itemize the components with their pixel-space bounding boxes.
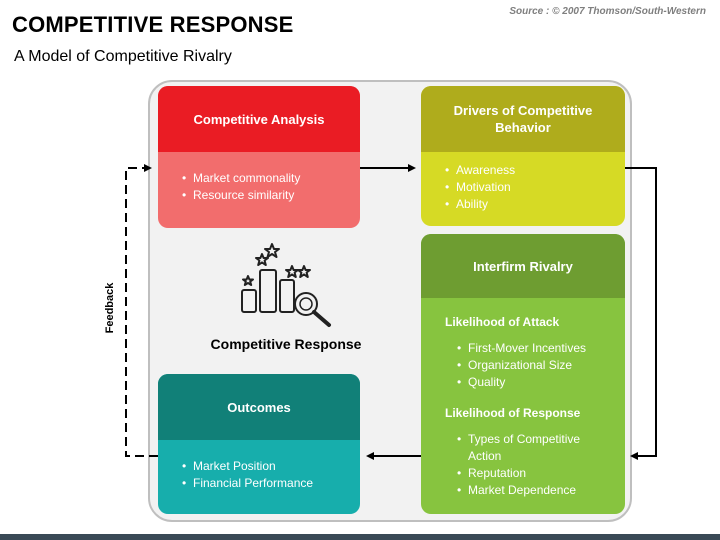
center-label: Competitive Response xyxy=(210,336,362,352)
analysis-item: Resource similarity xyxy=(182,187,360,204)
outcomes-item: Financial Performance xyxy=(182,475,360,492)
page-subtitle: A Model of Competitive Rivalry xyxy=(14,48,232,65)
source-note: Source : © 2007 Thomson/South-Western xyxy=(509,6,706,17)
footer-bar xyxy=(0,534,720,540)
interfirm-rivalry-box: Interfirm Rivalry Likelihood of Attack F… xyxy=(421,234,625,514)
competitive-analysis-title: Competitive Analysis xyxy=(158,86,360,152)
feedback-arrow-icon xyxy=(125,164,158,457)
outcomes-box: Outcomes Market Position Financial Perfo… xyxy=(158,374,360,514)
response-item: Market Dependence xyxy=(457,482,607,499)
drivers-item: Motivation xyxy=(445,179,625,196)
attack-heading: Likelihood of Attack xyxy=(445,315,560,329)
attack-item: Organizational Size xyxy=(457,357,625,374)
outcomes-item: Market Position xyxy=(182,458,360,475)
drivers-title: Drivers of Competitive Behavior xyxy=(421,86,625,152)
arrow-down-icon xyxy=(625,167,657,460)
drivers-item: Ability xyxy=(445,196,625,213)
analysis-item: Market commonality xyxy=(182,170,360,187)
feedback-label: Feedback xyxy=(104,282,116,334)
drivers-box: Drivers of Competitive Behavior Awarenes… xyxy=(421,86,625,226)
page-title: COMPETITIVE RESPONSE xyxy=(12,12,294,37)
response-item: Types of Competitive Action xyxy=(457,431,607,465)
attack-item: Quality xyxy=(457,374,625,391)
attack-item: First-Mover Incentives xyxy=(457,340,625,357)
competitive-analysis-box: Competitive Analysis Market commonality … xyxy=(158,86,360,228)
competitive-response-icon xyxy=(241,243,331,327)
interfirm-rivalry-title: Interfirm Rivalry xyxy=(421,234,625,298)
response-heading: Likelihood of Response xyxy=(445,406,581,420)
outcomes-title: Outcomes xyxy=(158,374,360,440)
drivers-item: Awareness xyxy=(445,162,625,179)
response-item: Reputation xyxy=(457,465,607,482)
